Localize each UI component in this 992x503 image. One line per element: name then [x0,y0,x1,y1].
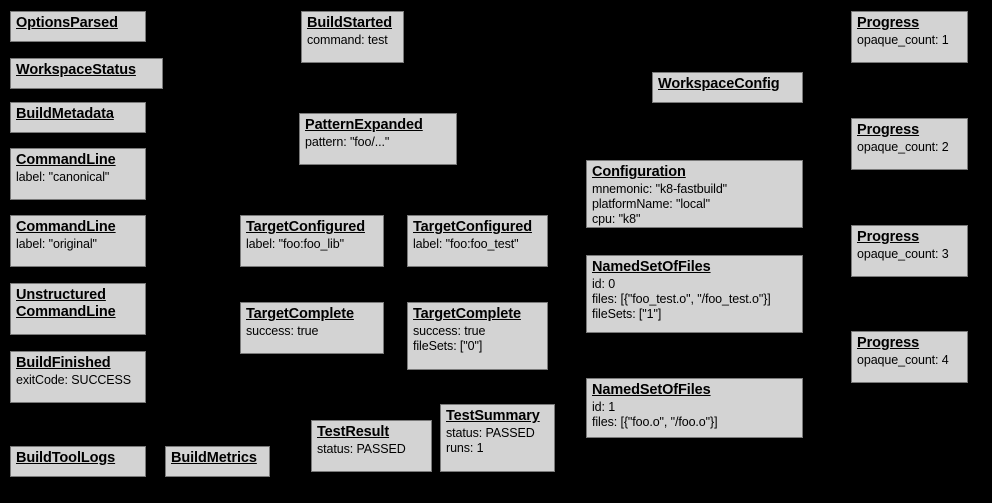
node-title: TestSummary [446,408,540,424]
node-attribute-line: status: PASSED [446,426,535,440]
node-attribute-line: opaque_count: 3 [857,247,949,261]
node-title: TargetConfigured [246,219,365,235]
node-title: BuildMetrics [171,450,257,466]
node-target-complete-foo-lib[interactable]: TargetComplete success: true [240,302,384,354]
node-attribute-line: id: 0 [592,277,616,291]
node-configuration[interactable]: Configuration mnemonic: "k8-fastbuild"pla… [586,160,803,228]
node-title: WorkspaceStatus [16,62,136,78]
node-target-configured-foo-test[interactable]: TargetConfigured label: "foo:foo_test" [407,215,548,267]
node-attribute-line: success: true [413,324,486,338]
node-attributes: label: "foo:foo_lib" [246,237,378,252]
node-title: BuildStarted [307,15,393,31]
node-title: TargetComplete [246,306,354,322]
node-workspace-config[interactable]: WorkspaceConfig [652,72,803,103]
node-test-result[interactable]: TestResult status: PASSED [311,420,432,472]
node-title: Configuration [592,164,686,180]
node-attributes: mnemonic: "k8-fastbuild"platformName: "l… [592,182,797,227]
node-attribute-line: command: test [307,33,388,47]
node-attributes: opaque_count: 4 [857,353,962,368]
node-attributes: opaque_count: 1 [857,33,962,48]
node-attribute-line: files: [{"foo_test.o", "/foo_test.o"}] [592,292,771,306]
node-title: Progress [857,15,920,31]
node-attribute-line: opaque_count: 1 [857,33,949,47]
node-title: OptionsParsed [16,15,118,31]
node-title: CommandLine [16,152,116,168]
node-attribute-line: exitCode: SUCCESS [16,373,132,387]
node-attribute-line: runs: 1 [446,441,484,455]
node-attribute-line: fileSets: ["1"] [592,307,662,321]
node-title: Progress [857,122,920,138]
node-build-finished[interactable]: BuildFinished exitCode: SUCCESS [10,351,146,403]
node-attribute-line: opaque_count: 4 [857,353,949,367]
node-attributes: pattern: "foo/..." [305,135,451,150]
node-progress-2[interactable]: Progress opaque_count: 2 [851,118,968,170]
node-build-metrics[interactable]: BuildMetrics [165,446,270,477]
node-attributes: exitCode: SUCCESS [16,373,140,388]
node-attribute-line: label: "foo:foo_lib" [246,237,344,251]
node-build-tool-logs[interactable]: BuildToolLogs [10,446,146,477]
node-progress-1[interactable]: Progress opaque_count: 1 [851,11,968,63]
node-title: PatternExpanded [305,117,423,133]
node-title: NamedSetOfFiles [592,259,711,275]
node-attribute-line: status: PASSED [317,442,406,456]
node-workspace-status[interactable]: WorkspaceStatus [10,58,163,89]
node-attribute-line: platformName: "local" [592,197,710,211]
node-command-line-original[interactable]: CommandLine label: "original" [10,215,146,267]
node-attributes: label: "canonical" [16,170,140,185]
node-progress-3[interactable]: Progress opaque_count: 3 [851,225,968,277]
node-attribute-line: label: "canonical" [16,170,110,184]
node-title: Progress [857,229,920,245]
node-attributes: label: "foo:foo_test" [413,237,542,252]
node-attribute-line: success: true [246,324,319,338]
node-build-started[interactable]: BuildStarted command: test [301,11,404,63]
node-attribute-line: fileSets: ["0"] [413,339,483,353]
node-attribute-line: label: "foo:foo_test" [413,237,519,251]
node-attributes: status: PASSED [317,442,426,457]
node-attribute-line: pattern: "foo/..." [305,135,390,149]
node-attribute-line: mnemonic: "k8-fastbuild" [592,182,728,196]
node-attributes: opaque_count: 3 [857,247,962,262]
node-title: NamedSetOfFiles [592,382,711,398]
node-attribute-line: files: [{"foo.o", "/foo.o"}] [592,415,718,429]
node-title: TestResult [317,424,390,440]
node-attributes: label: "original" [16,237,140,252]
node-attribute-line: cpu: "k8" [592,212,641,226]
node-title: BuildToolLogs [16,450,116,466]
node-pattern-expanded[interactable]: PatternExpanded pattern: "foo/..." [299,113,457,165]
node-unstructured-command-line[interactable]: Unstructured CommandLine [10,283,146,335]
node-title: BuildMetadata [16,106,114,122]
node-target-configured-foo-lib[interactable]: TargetConfigured label: "foo:foo_lib" [240,215,384,267]
node-title: TargetComplete [413,306,521,322]
node-attributes: command: test [307,33,398,48]
node-title: BuildFinished [16,355,111,371]
node-attributes: success: true [246,324,378,339]
node-title: TargetConfigured [413,219,532,235]
node-title: WorkspaceConfig [658,76,780,92]
node-build-metadata[interactable]: BuildMetadata [10,102,146,133]
node-attribute-line: id: 1 [592,400,616,414]
node-attribute-line: label: "original" [16,237,97,251]
node-title: Progress [857,335,920,351]
node-progress-4[interactable]: Progress opaque_count: 4 [851,331,968,383]
node-attribute-line: opaque_count: 2 [857,140,949,154]
node-options-parsed[interactable]: OptionsParsed [10,11,146,42]
node-attributes: opaque_count: 2 [857,140,962,155]
node-title: CommandLine [16,219,116,235]
node-title: Unstructured CommandLine [16,287,116,320]
node-command-line-canonical[interactable]: CommandLine label: "canonical" [10,148,146,200]
